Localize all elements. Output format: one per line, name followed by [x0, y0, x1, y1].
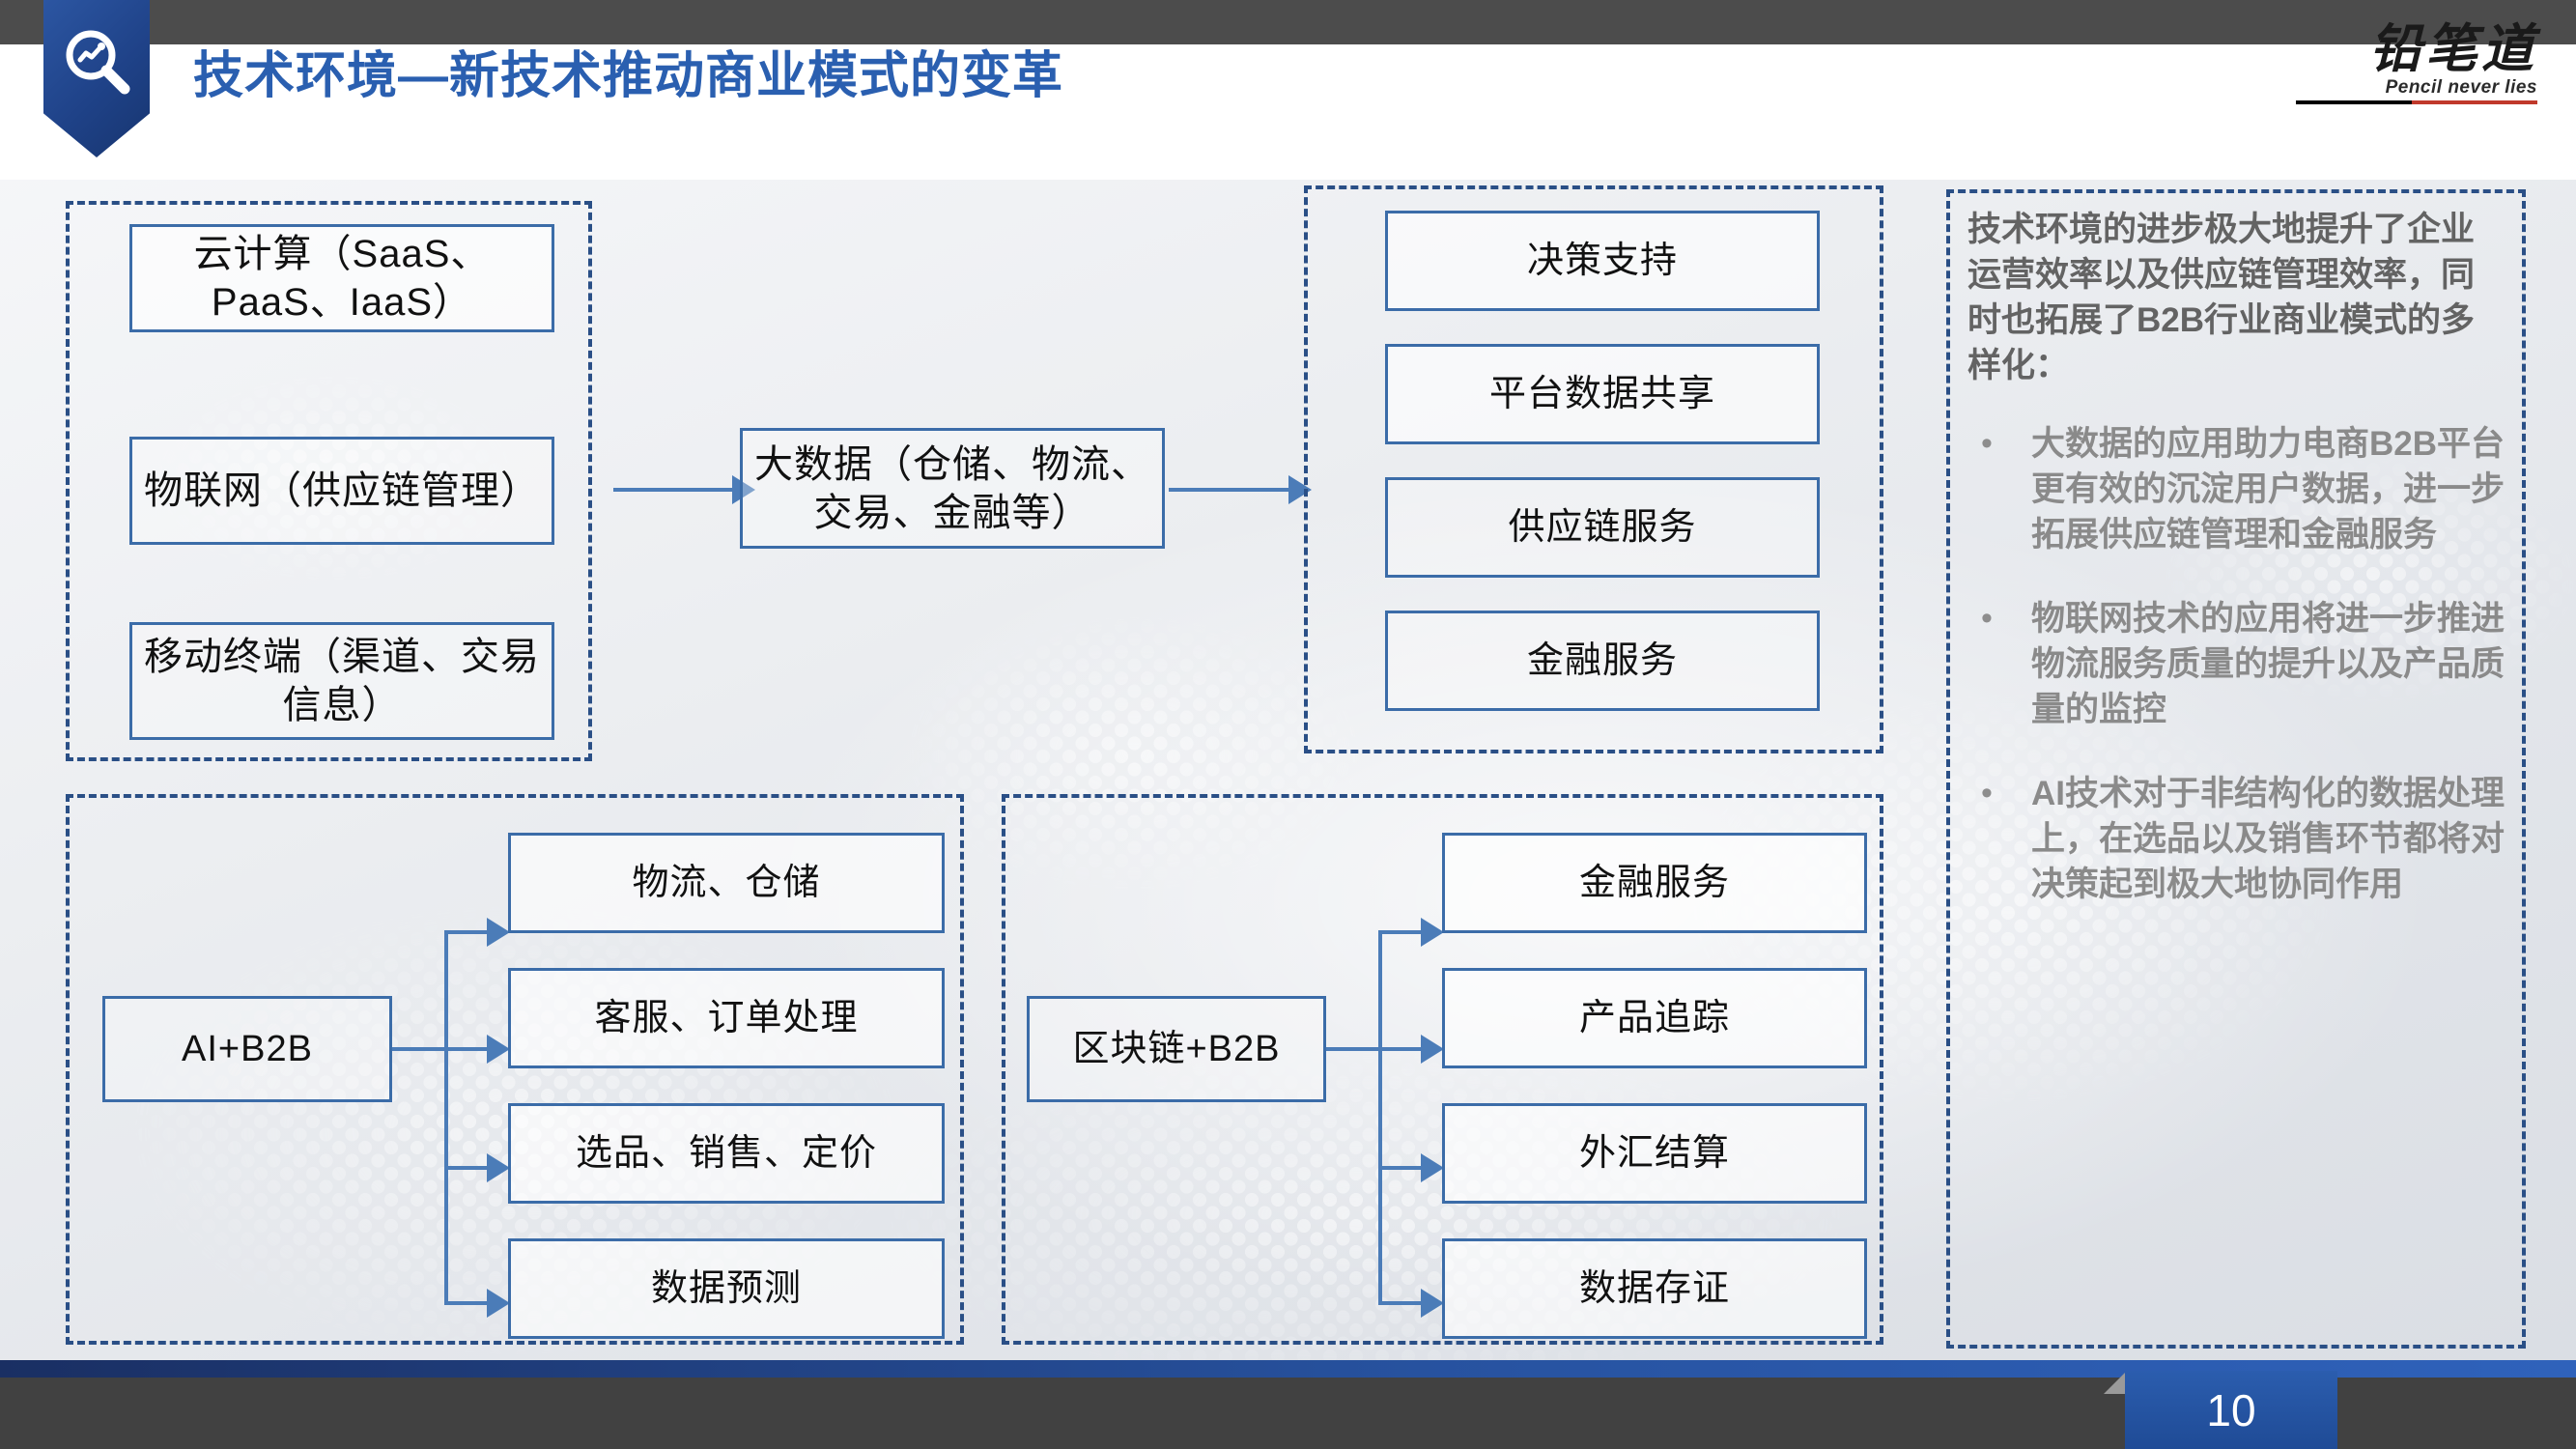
- ai-branch-trunk: [444, 932, 448, 1305]
- input-box-mobile[interactable]: 移动终端（渠道、交易信息）: [129, 622, 554, 740]
- header-top-band: [0, 0, 2576, 44]
- bc-branch-1: [1378, 930, 1423, 934]
- bc-box-financial-service[interactable]: 金融服务: [1442, 833, 1867, 933]
- bc-branch-4: [1378, 1301, 1423, 1305]
- brand-logo-cn: 铅笔道: [2369, 18, 2537, 79]
- ai-branch-1: [444, 930, 489, 934]
- brand-logo-rule: [2296, 100, 2537, 104]
- ai-b2b-group: AI+B2B 物流、仓储 客服、订单处理 选品、销售、定价 数据预测: [66, 794, 964, 1345]
- connector-bigdata-to-outputs: [1169, 488, 1290, 492]
- brand-logo: 铅笔道 Pencil never lies: [2296, 19, 2537, 112]
- bc-box-data-attestation[interactable]: 数据存证: [1442, 1238, 1867, 1339]
- connector-inputs-to-bigdata: [613, 488, 734, 492]
- bc-box-fx-settlement[interactable]: 外汇结算: [1442, 1103, 1867, 1204]
- ai-arrowhead-3: [487, 1153, 510, 1182]
- ai-branch-stem: [392, 1047, 448, 1051]
- bc-arrowhead-3: [1421, 1153, 1444, 1182]
- output-box-financial-service[interactable]: 金融服务: [1385, 611, 1820, 711]
- header-background: [0, 44, 2576, 180]
- outputs-group: 决策支持 平台数据共享 供应链服务 金融服务: [1304, 185, 1883, 753]
- bc-branch-2: [1378, 1047, 1423, 1051]
- ai-arrowhead-2: [487, 1035, 510, 1064]
- list-item: • 物联网技术的应用将进一步推进物流服务质量的提升以及产品质量的监控: [1967, 596, 2506, 732]
- page-number-badge: 10: [2125, 1371, 2337, 1449]
- ai-box-customer-order[interactable]: 客服、订单处理: [508, 968, 945, 1068]
- ai-box-selection-sales-pricing[interactable]: 选品、销售、定价: [508, 1103, 945, 1204]
- arrowhead-bigdata-to-outputs: [1288, 475, 1312, 504]
- insights-bullet-text: AI技术对于非结构化的数据处理上，在选品以及销售环节都将对决策起到极大地协同作用: [2031, 775, 2505, 903]
- blockchain-b2b-root[interactable]: 区块链+B2B: [1027, 996, 1326, 1102]
- insights-lead-text: 技术环境的进步极大地提升了企业运营效率以及供应链管理效率，同时也拓展了B2B行业…: [1967, 211, 2476, 384]
- insights-bullet-list: • 大数据的应用助力电商B2B平台更有效的沉淀用户数据，进一步拓展供应链管理和金…: [1967, 421, 2506, 907]
- page-title: 技术环境—新技术推动商业模式的变革: [193, 48, 1064, 104]
- brand-logo-tagline: Pencil never lies: [2385, 77, 2537, 98]
- insights-bullet-text: 物联网技术的应用将进一步推进物流服务质量的提升以及产品质量的监控: [2031, 600, 2505, 728]
- bullet-icon: •: [1981, 425, 1993, 462]
- bc-arrowhead-4: [1421, 1289, 1444, 1318]
- list-item: • AI技术对于非结构化的数据处理上，在选品以及销售环节都将对决策起到极大地协同…: [1967, 771, 2506, 907]
- bc-branch-3: [1378, 1166, 1423, 1170]
- bc-arrowhead-2: [1421, 1035, 1444, 1064]
- output-box-decision-support[interactable]: 决策支持: [1385, 211, 1820, 311]
- ai-b2b-root[interactable]: AI+B2B: [102, 996, 392, 1102]
- arrowhead-inputs-to-bigdata: [732, 475, 755, 504]
- ai-arrowhead-4: [487, 1289, 510, 1318]
- input-box-iot[interactable]: 物联网（供应链管理）: [129, 437, 554, 545]
- bigdata-node[interactable]: 大数据（仓储、物流、交易、金融等）: [740, 428, 1165, 549]
- ai-box-data-forecast[interactable]: 数据预测: [508, 1238, 945, 1339]
- output-box-supply-chain-service[interactable]: 供应链服务: [1385, 477, 1820, 578]
- ai-box-logistics-warehouse[interactable]: 物流、仓储: [508, 833, 945, 933]
- bc-arrowhead-1: [1421, 918, 1444, 947]
- ai-branch-2: [444, 1047, 489, 1051]
- ai-arrowhead-1: [487, 918, 510, 947]
- footer-accent-strip: [0, 1360, 2576, 1378]
- input-box-cloud[interactable]: 云计算（SaaS、PaaS、IaaS）: [129, 224, 554, 332]
- output-box-platform-data-sharing[interactable]: 平台数据共享: [1385, 344, 1820, 444]
- ai-branch-3: [444, 1166, 489, 1170]
- bullet-icon: •: [1981, 775, 1993, 811]
- inputs-group: 云计算（SaaS、PaaS、IaaS） 物联网（供应链管理） 移动终端（渠道、交…: [66, 201, 592, 761]
- insights-bullet-text: 大数据的应用助力电商B2B平台更有效的沉淀用户数据，进一步拓展供应链管理和金融服…: [2031, 425, 2505, 554]
- bc-box-product-tracking[interactable]: 产品追踪: [1442, 968, 1867, 1068]
- blockchain-b2b-group: 区块链+B2B 金融服务 产品追踪 外汇结算 数据存证: [1002, 794, 1883, 1345]
- ai-branch-4: [444, 1301, 489, 1305]
- bc-branch-trunk: [1378, 932, 1382, 1305]
- insights-panel: 技术环境的进步极大地提升了企业运营效率以及供应链管理效率，同时也拓展了B2B行业…: [1946, 189, 2526, 1349]
- list-item: • 大数据的应用助力电商B2B平台更有效的沉淀用户数据，进一步拓展供应链管理和金…: [1967, 421, 2506, 557]
- bullet-icon: •: [1981, 600, 1993, 637]
- bc-branch-stem: [1326, 1047, 1382, 1051]
